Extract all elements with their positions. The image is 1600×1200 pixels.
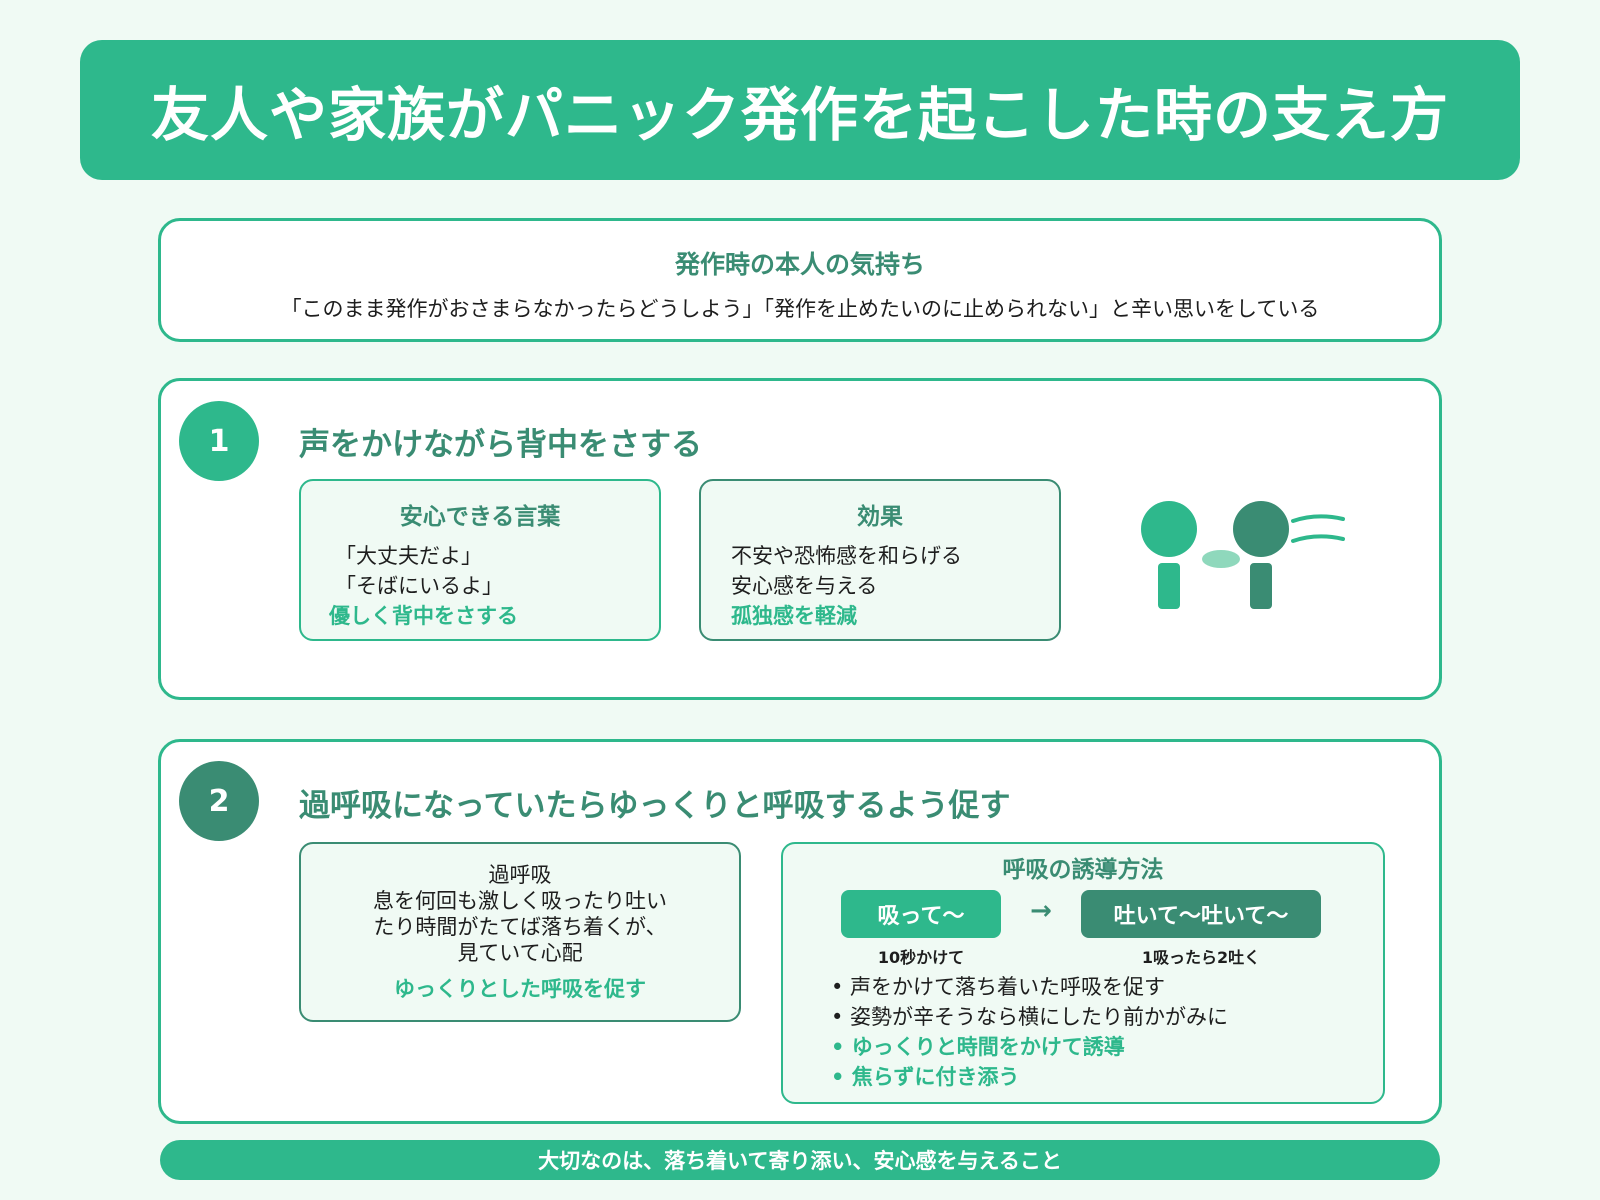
section-2-number: 2 bbox=[179, 761, 259, 841]
effect-title: 効果 bbox=[857, 504, 903, 530]
hyperventilation-line: 過呼吸 bbox=[488, 863, 552, 887]
section-2-card: 2 過呼吸になっていたらゆっくりと呼吸するよう促す 過呼吸 息を何回も激しく吸っ… bbox=[158, 739, 1442, 1124]
breathing-method-title: 呼吸の誘導方法 bbox=[1002, 857, 1164, 883]
exhale-pill: 吐いて〜吐いて〜 bbox=[1081, 890, 1321, 938]
effect-highlight: 孤独感を軽減 bbox=[731, 604, 857, 628]
inhale-pill: 吸って〜 bbox=[841, 890, 1001, 938]
reassuring-words-title: 安心できる言葉 bbox=[399, 504, 561, 530]
hyperventilation-highlight: ゆっくりとした呼吸を促す bbox=[394, 977, 646, 1001]
exhale-note: 1吸ったら2吐く bbox=[1141, 948, 1261, 967]
inhale-note: 10秒かけて bbox=[877, 948, 965, 967]
reassuring-word: 「そばにいるよ」 bbox=[335, 574, 503, 598]
arrow-right-icon: → bbox=[1030, 896, 1052, 926]
method-highlight-bullet: • ゆっくりと時間をかけて誘導 bbox=[831, 1035, 1125, 1059]
method-bullet: • 姿勢が辛そうなら横にしたり前かがみに bbox=[831, 1005, 1229, 1029]
section-2-title: 過呼吸になっていたらゆっくりと呼吸するよう促す bbox=[299, 788, 1011, 824]
section-1-card: 1 声をかけながら背中をさする 安心できる言葉 「大丈夫だよ」 「そばにいるよ」… bbox=[158, 378, 1442, 700]
feelings-quote: 「このまま発作がおさまらなかったらどうしよう」「発作を止めたいのに止められない」… bbox=[280, 297, 1320, 321]
section-1-title: 声をかけながら背中をさする bbox=[299, 427, 702, 463]
two-people-comforting-icon bbox=[1141, 501, 1345, 609]
hyperventilation-line: たり時間がたてば落ち着くが、 bbox=[373, 915, 667, 939]
hyperventilation-box: 過呼吸 息を何回も激しく吸ったり吐い たり時間がたてば落ち着くが、 見ていて心配… bbox=[299, 842, 741, 1022]
reassuring-word: 「大丈夫だよ」 bbox=[335, 544, 482, 568]
hyperventilation-line: 見ていて心配 bbox=[457, 941, 583, 965]
method-bullet: • 声をかけて落ち着いた呼吸を促す bbox=[831, 975, 1166, 999]
method-highlight-bullet: • 焦らずに付き添う bbox=[831, 1065, 1020, 1089]
reassuring-words-highlight: 優しく背中をさする bbox=[329, 604, 518, 628]
effect-box: 効果 不安や恐怖感を和らげる 安心感を与える 孤独感を軽減 bbox=[699, 479, 1061, 641]
feelings-card: 発作時の本人の気持ち 「このまま発作がおさまらなかったらどうしよう」「発作を止め… bbox=[158, 218, 1442, 342]
page-title: 友人や家族がパニック発作を起こした時の支え方 bbox=[150, 81, 1449, 149]
feelings-heading: 発作時の本人の気持ち bbox=[674, 250, 925, 279]
footer-banner: 大切なのは、落ち着いて寄り添い、安心感を与えること bbox=[160, 1140, 1440, 1180]
title-banner: 友人や家族がパニック発作を起こした時の支え方 bbox=[80, 40, 1520, 180]
reassuring-words-box: 安心できる言葉 「大丈夫だよ」 「そばにいるよ」 優しく背中をさする bbox=[299, 479, 661, 641]
section-1-number: 1 bbox=[179, 401, 259, 481]
breathing-method-box: 呼吸の誘導方法 吸って〜 10秒かけて → 吐いて〜吐いて〜 1吸ったら2吐く … bbox=[781, 842, 1385, 1104]
effect-line: 安心感を与える bbox=[731, 574, 878, 598]
effect-line: 不安や恐怖感を和らげる bbox=[731, 544, 962, 568]
hyperventilation-line: 息を何回も激しく吸ったり吐い bbox=[373, 889, 667, 913]
